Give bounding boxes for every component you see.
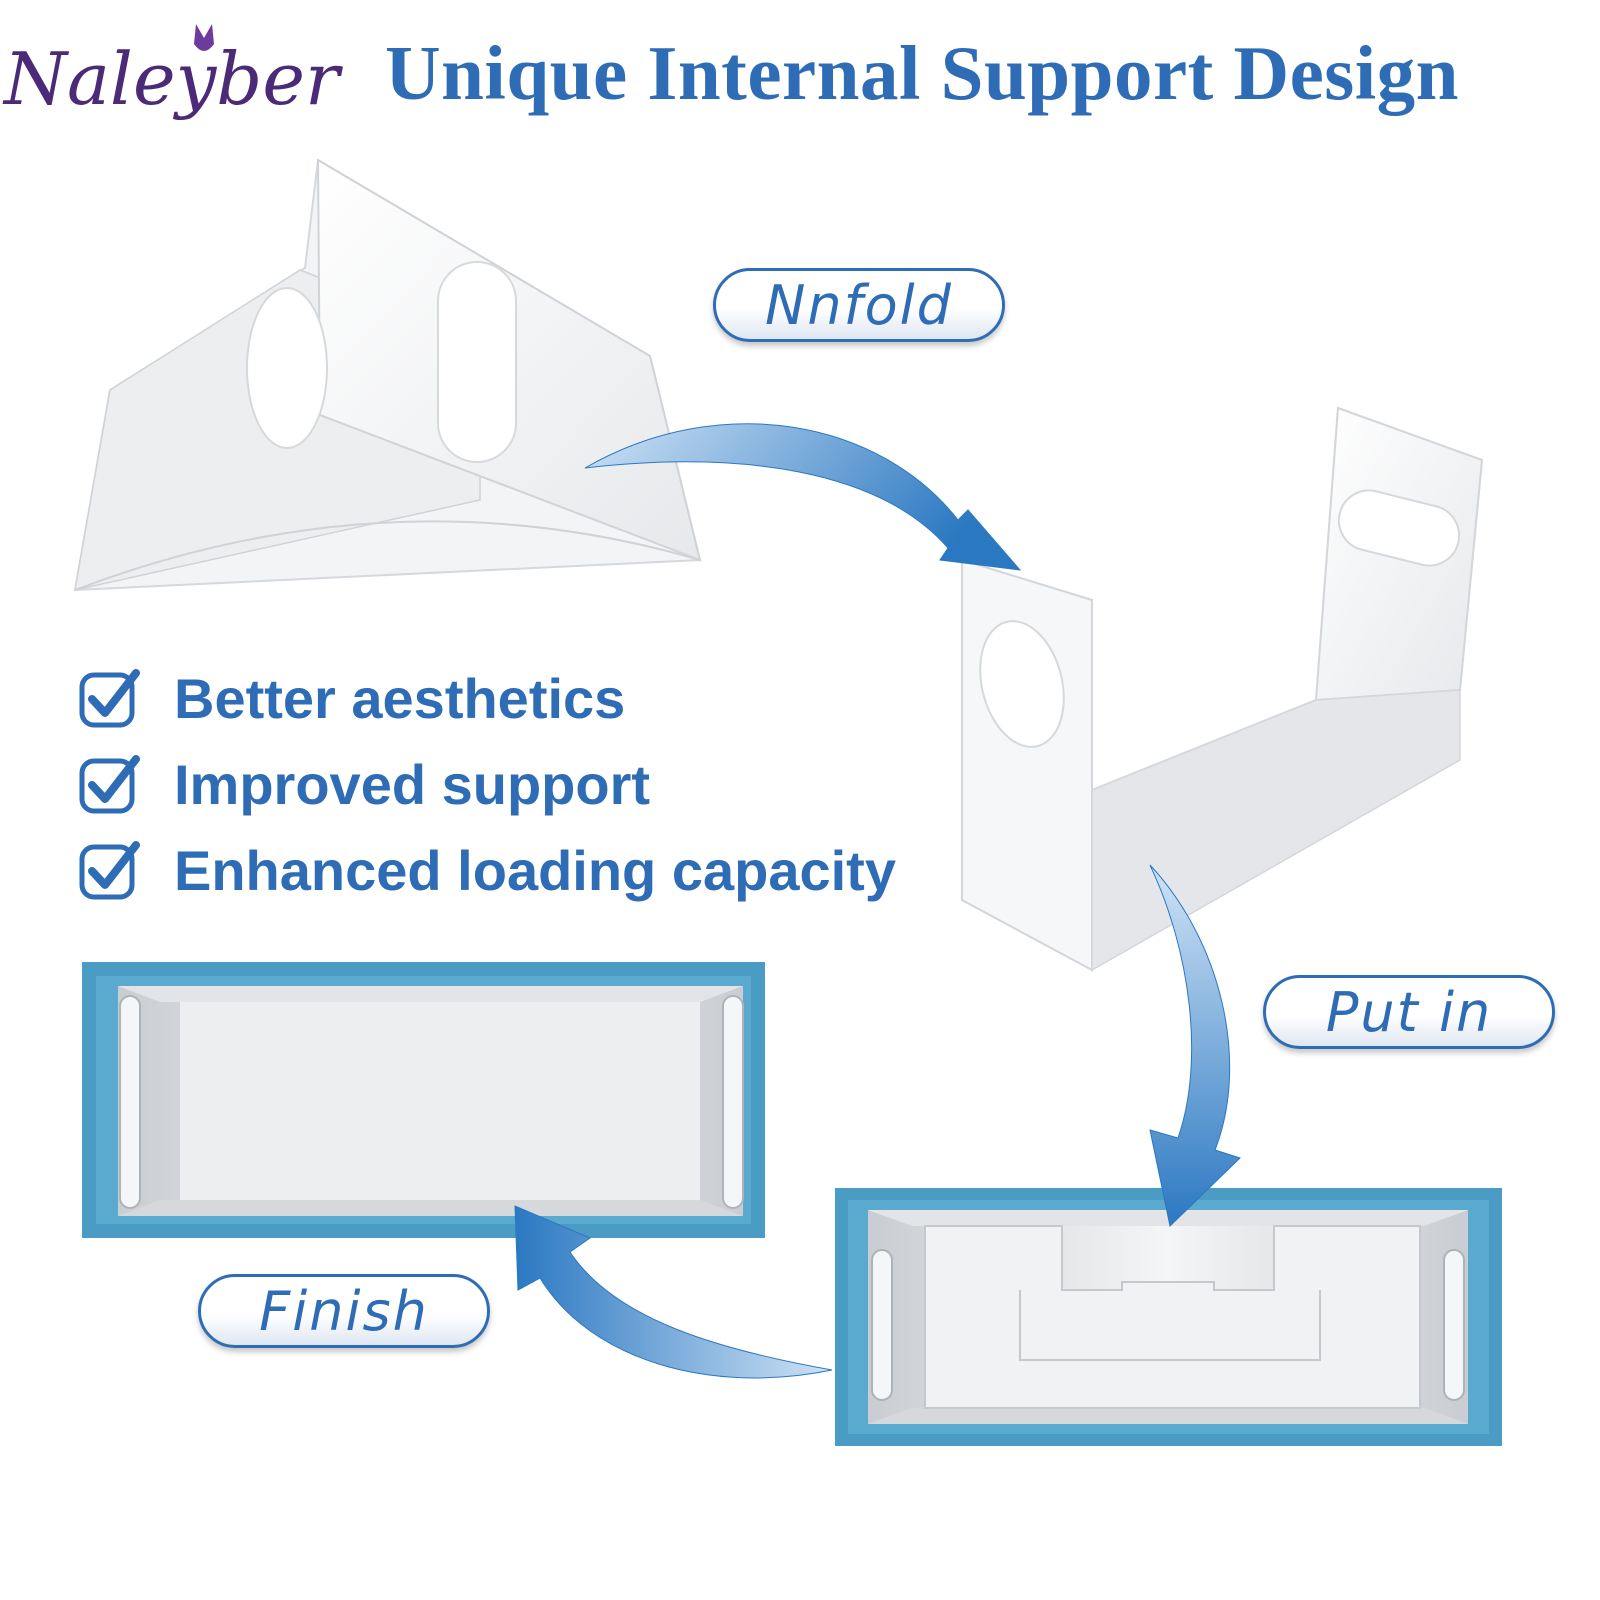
step-finish-text: Finish — [259, 1279, 429, 1343]
feature-list: Better aesthetics Improved support Enhan… — [78, 655, 958, 913]
curved-arrow-icon — [584, 423, 1022, 571]
step-unfold-label: Nnfold — [713, 268, 1005, 342]
tulip-icon — [194, 24, 214, 51]
step-finish-label: Finish — [198, 1274, 490, 1348]
feature-label: Enhanced loading capacity — [174, 838, 896, 902]
unfolded-insert — [961, 406, 1484, 972]
box-with-insert — [835, 1188, 1502, 1446]
feature-item: Enhanced loading capacity — [78, 827, 958, 913]
feature-label: Improved support — [174, 752, 651, 816]
step-put-in-label: Put in — [1263, 975, 1555, 1049]
curved-arrow-icon — [514, 1205, 833, 1379]
feature-item: Improved support — [78, 741, 958, 827]
checkbox-checked-icon — [79, 669, 140, 728]
feature-label: Better aesthetics — [174, 666, 626, 730]
curved-arrow-icon — [1149, 864, 1241, 1227]
checkbox-checked-icon — [79, 841, 140, 900]
feature-item: Better aesthetics — [78, 655, 958, 741]
checkbox-checked-icon — [79, 755, 140, 814]
finished-box — [82, 962, 765, 1238]
step-unfold-text: Nnfold — [765, 273, 953, 337]
brand-name: Naleyber — [2, 37, 343, 121]
folded-insert — [73, 158, 702, 592]
step-put-in-text: Put in — [1325, 980, 1493, 1044]
brand-logo: Naleyber — [2, 24, 343, 121]
page-title: Unique Internal Support Design — [385, 30, 1459, 116]
